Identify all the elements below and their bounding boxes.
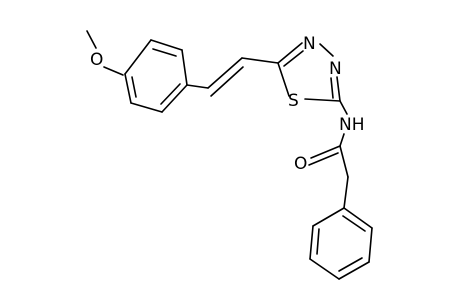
amide-group: [308, 100, 349, 209]
bond-methyl-o: [86, 30, 97, 49]
ring-nitrogen-2-label: N: [329, 59, 342, 79]
amide-nh-label: NH: [339, 115, 365, 135]
carbonyl-oxygen-label: O: [294, 154, 307, 174]
phenyl-ring: [309, 207, 373, 280]
ring-nitrogen-1-label: N: [303, 34, 316, 54]
vinyl-linker: [186, 57, 279, 97]
bond-o-ring: [103, 66, 124, 76]
methoxy-oxygen-label: O: [90, 50, 103, 70]
ring-sulfur-label: S: [288, 91, 299, 111]
methoxyphenyl-ring: [124, 39, 188, 113]
thiadiazole-ring: [277, 42, 341, 102]
